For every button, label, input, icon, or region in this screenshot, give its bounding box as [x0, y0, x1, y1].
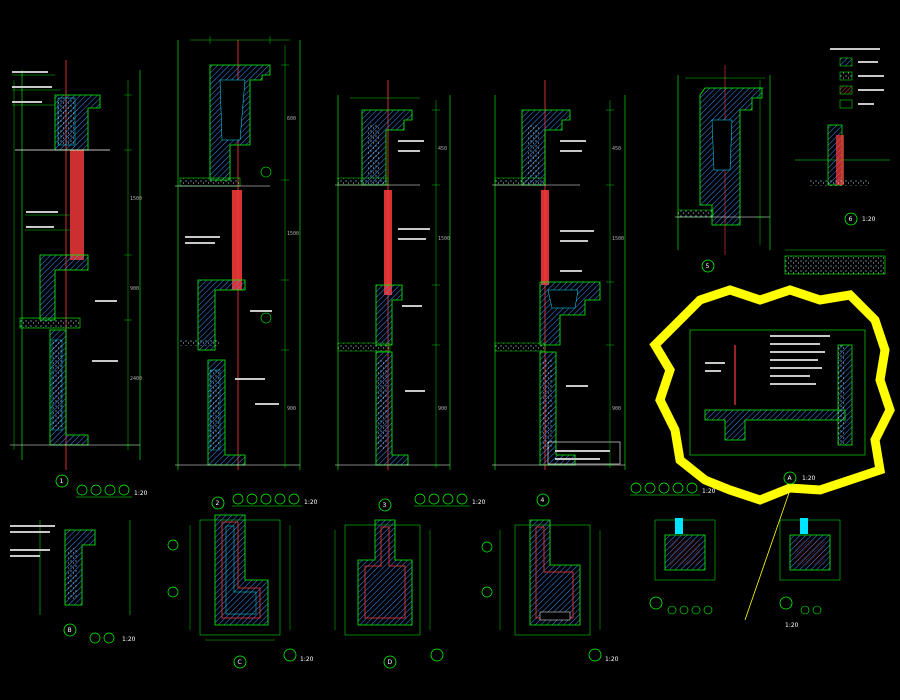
- dim-label: 900: [438, 406, 447, 412]
- dim-label: 600: [287, 116, 296, 122]
- wall-section-4: 450 1500 900: [492, 80, 626, 470]
- dim-label: 900: [287, 406, 296, 412]
- detail-bottom-left: B 1:20: [10, 520, 136, 644]
- foundation-detail-1: [649, 518, 716, 615]
- bubble-text: 6: [849, 216, 853, 223]
- scale-label: 1:20: [304, 499, 318, 506]
- column-detail-a: C 1:20: [167, 514, 314, 669]
- scale-label: 1:20: [802, 475, 816, 482]
- legend-swatch: [839, 71, 853, 81]
- foundation-detail-2: 1:20: [779, 518, 841, 629]
- dim-label: 450: [438, 146, 447, 152]
- scale-label: 1:20: [702, 488, 716, 495]
- wall-section-3: 450 1500 900: [335, 80, 451, 470]
- wall-section-2: 600 1500 900: [175, 36, 301, 470]
- scale-label: 1:20: [300, 656, 314, 663]
- scale-label: 1:20: [862, 216, 876, 223]
- dim-label: 1500: [130, 196, 142, 202]
- wall-section-5: 5: [675, 65, 771, 273]
- section-1-title: 1 1:20: [55, 474, 148, 498]
- detail-coping-strip: [784, 249, 886, 275]
- revision-cloud: [649, 285, 895, 505]
- section-3-title: 3 1:20: [378, 493, 486, 512]
- wall-section-1: 1500 900 2400: [10, 60, 142, 470]
- material-legend: [830, 48, 884, 109]
- scale-label: 1:20: [134, 490, 148, 497]
- highlighted-detail: A 1:20: [649, 285, 895, 621]
- bubble-text: A: [788, 475, 793, 482]
- section-2-title: 2 1:20: [211, 493, 318, 510]
- dim-label: 1500: [612, 236, 624, 242]
- callout-leader: [744, 489, 791, 621]
- scale-label: 1:20: [472, 499, 486, 506]
- dim-label: 1500: [438, 236, 450, 242]
- bubble-text: C: [238, 659, 242, 666]
- legend-swatch: [839, 57, 853, 67]
- scale-label: 1:20: [785, 622, 799, 629]
- note-box: [547, 441, 621, 465]
- dim-label: 2400: [130, 376, 142, 382]
- bubble-text: 1: [60, 478, 64, 485]
- column-detail-b: D: [334, 519, 444, 669]
- bubble-text: B: [68, 627, 72, 634]
- scale-label: 1:20: [605, 656, 619, 663]
- section-4-title: 4 1:20: [536, 482, 716, 507]
- bubble-text: D: [388, 659, 393, 666]
- dim-label: 900: [612, 406, 621, 412]
- detail-parapet-right: 6 1:20: [795, 124, 890, 226]
- bubble-text: 5: [706, 263, 710, 270]
- bubble-text: 3: [383, 502, 387, 509]
- bubble-text: 2: [216, 500, 220, 507]
- column-detail-c: 1:20: [481, 519, 619, 663]
- dim-label: 450: [612, 146, 621, 152]
- legend-swatch: [839, 99, 853, 109]
- dim-label: 1500: [287, 231, 299, 237]
- scale-label: 1:20: [122, 636, 136, 643]
- bubble-text: 4: [541, 497, 545, 504]
- legend-swatch: [839, 85, 853, 95]
- dim-label: 900: [130, 286, 139, 292]
